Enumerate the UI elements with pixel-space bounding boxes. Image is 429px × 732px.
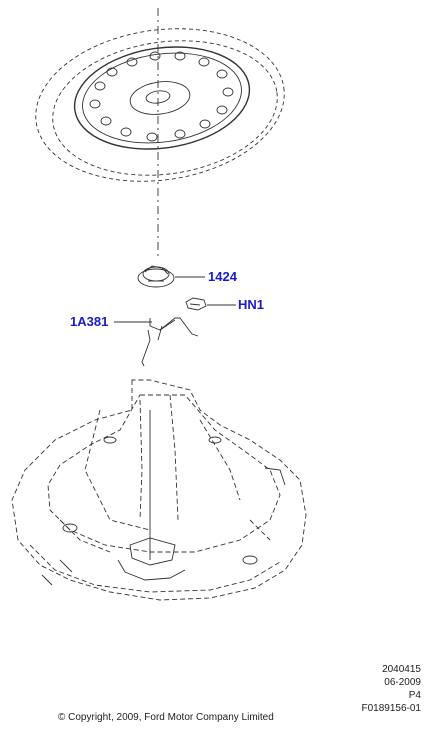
document-code: 2040415	[382, 664, 421, 675]
spare-wheel-tray	[11, 379, 307, 601]
tire-holder-knob	[137, 265, 175, 288]
nut-part	[185, 297, 207, 311]
copyright-notice: © Copyright, 2009, Ford Motor Company Li…	[58, 712, 274, 723]
bracket-part	[141, 317, 199, 367]
callout-label-1a381: 1A381	[70, 314, 109, 329]
rim-holes	[89, 51, 234, 142]
callout-label-1424: 1424	[208, 269, 237, 284]
document-date: 06-2009	[384, 677, 421, 688]
page-number: P4	[408, 690, 421, 701]
tray-details	[41, 410, 286, 586]
callout-label-hn1: HN1	[238, 297, 265, 312]
figure-id: F0189156-01	[361, 703, 422, 714]
wheel-rim	[73, 46, 251, 150]
spare-wheel	[35, 28, 285, 182]
